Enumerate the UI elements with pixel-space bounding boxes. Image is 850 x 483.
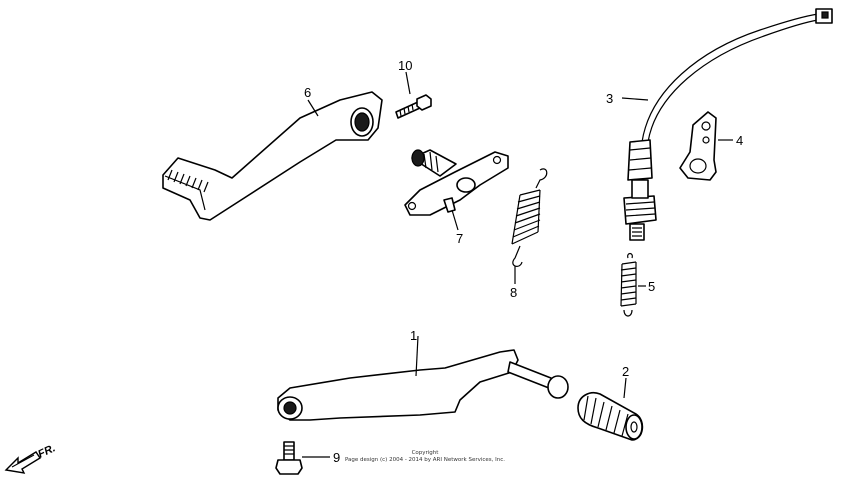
leader-7: [451, 209, 459, 231]
leader-2: [623, 377, 627, 399]
leader-6: [307, 99, 319, 117]
callout-6: 6: [304, 85, 311, 100]
callout-5: 5: [648, 279, 655, 294]
leader-3: [621, 97, 649, 101]
pivot-plate-part[interactable]: [404, 149, 509, 216]
gearshift-rubber-part[interactable]: [577, 392, 644, 441]
switch-bracket-part[interactable]: [679, 111, 717, 181]
callout-8: 8: [510, 285, 517, 300]
bolt-10-part[interactable]: [395, 94, 432, 119]
callout-7: 7: [456, 231, 463, 246]
bolt-9-part[interactable]: [275, 441, 303, 475]
callout-3: 3: [606, 91, 613, 106]
brake-switch-part[interactable]: [623, 8, 833, 241]
spring-part[interactable]: [511, 168, 548, 267]
brake-pedal-part[interactable]: [162, 91, 383, 221]
callout-2: 2: [622, 364, 629, 379]
switch-spring-part[interactable]: [620, 252, 637, 317]
callout-9: 9: [333, 450, 340, 465]
leader-10: [405, 71, 411, 95]
copyright-line-1: Copyright: [412, 450, 440, 456]
gearshift-arm-part[interactable]: [277, 349, 569, 421]
copyright-line-2: Page design (c) 2004 - 2014 by ARI Netwo…: [345, 457, 505, 463]
callout-4: 4: [736, 133, 743, 148]
callout-10: 10: [398, 58, 412, 73]
front-direction-label: FR.: [36, 442, 57, 460]
front-direction-arrow-icon: [4, 451, 41, 474]
leader-1: [415, 335, 419, 377]
callout-1: 1: [410, 328, 417, 343]
